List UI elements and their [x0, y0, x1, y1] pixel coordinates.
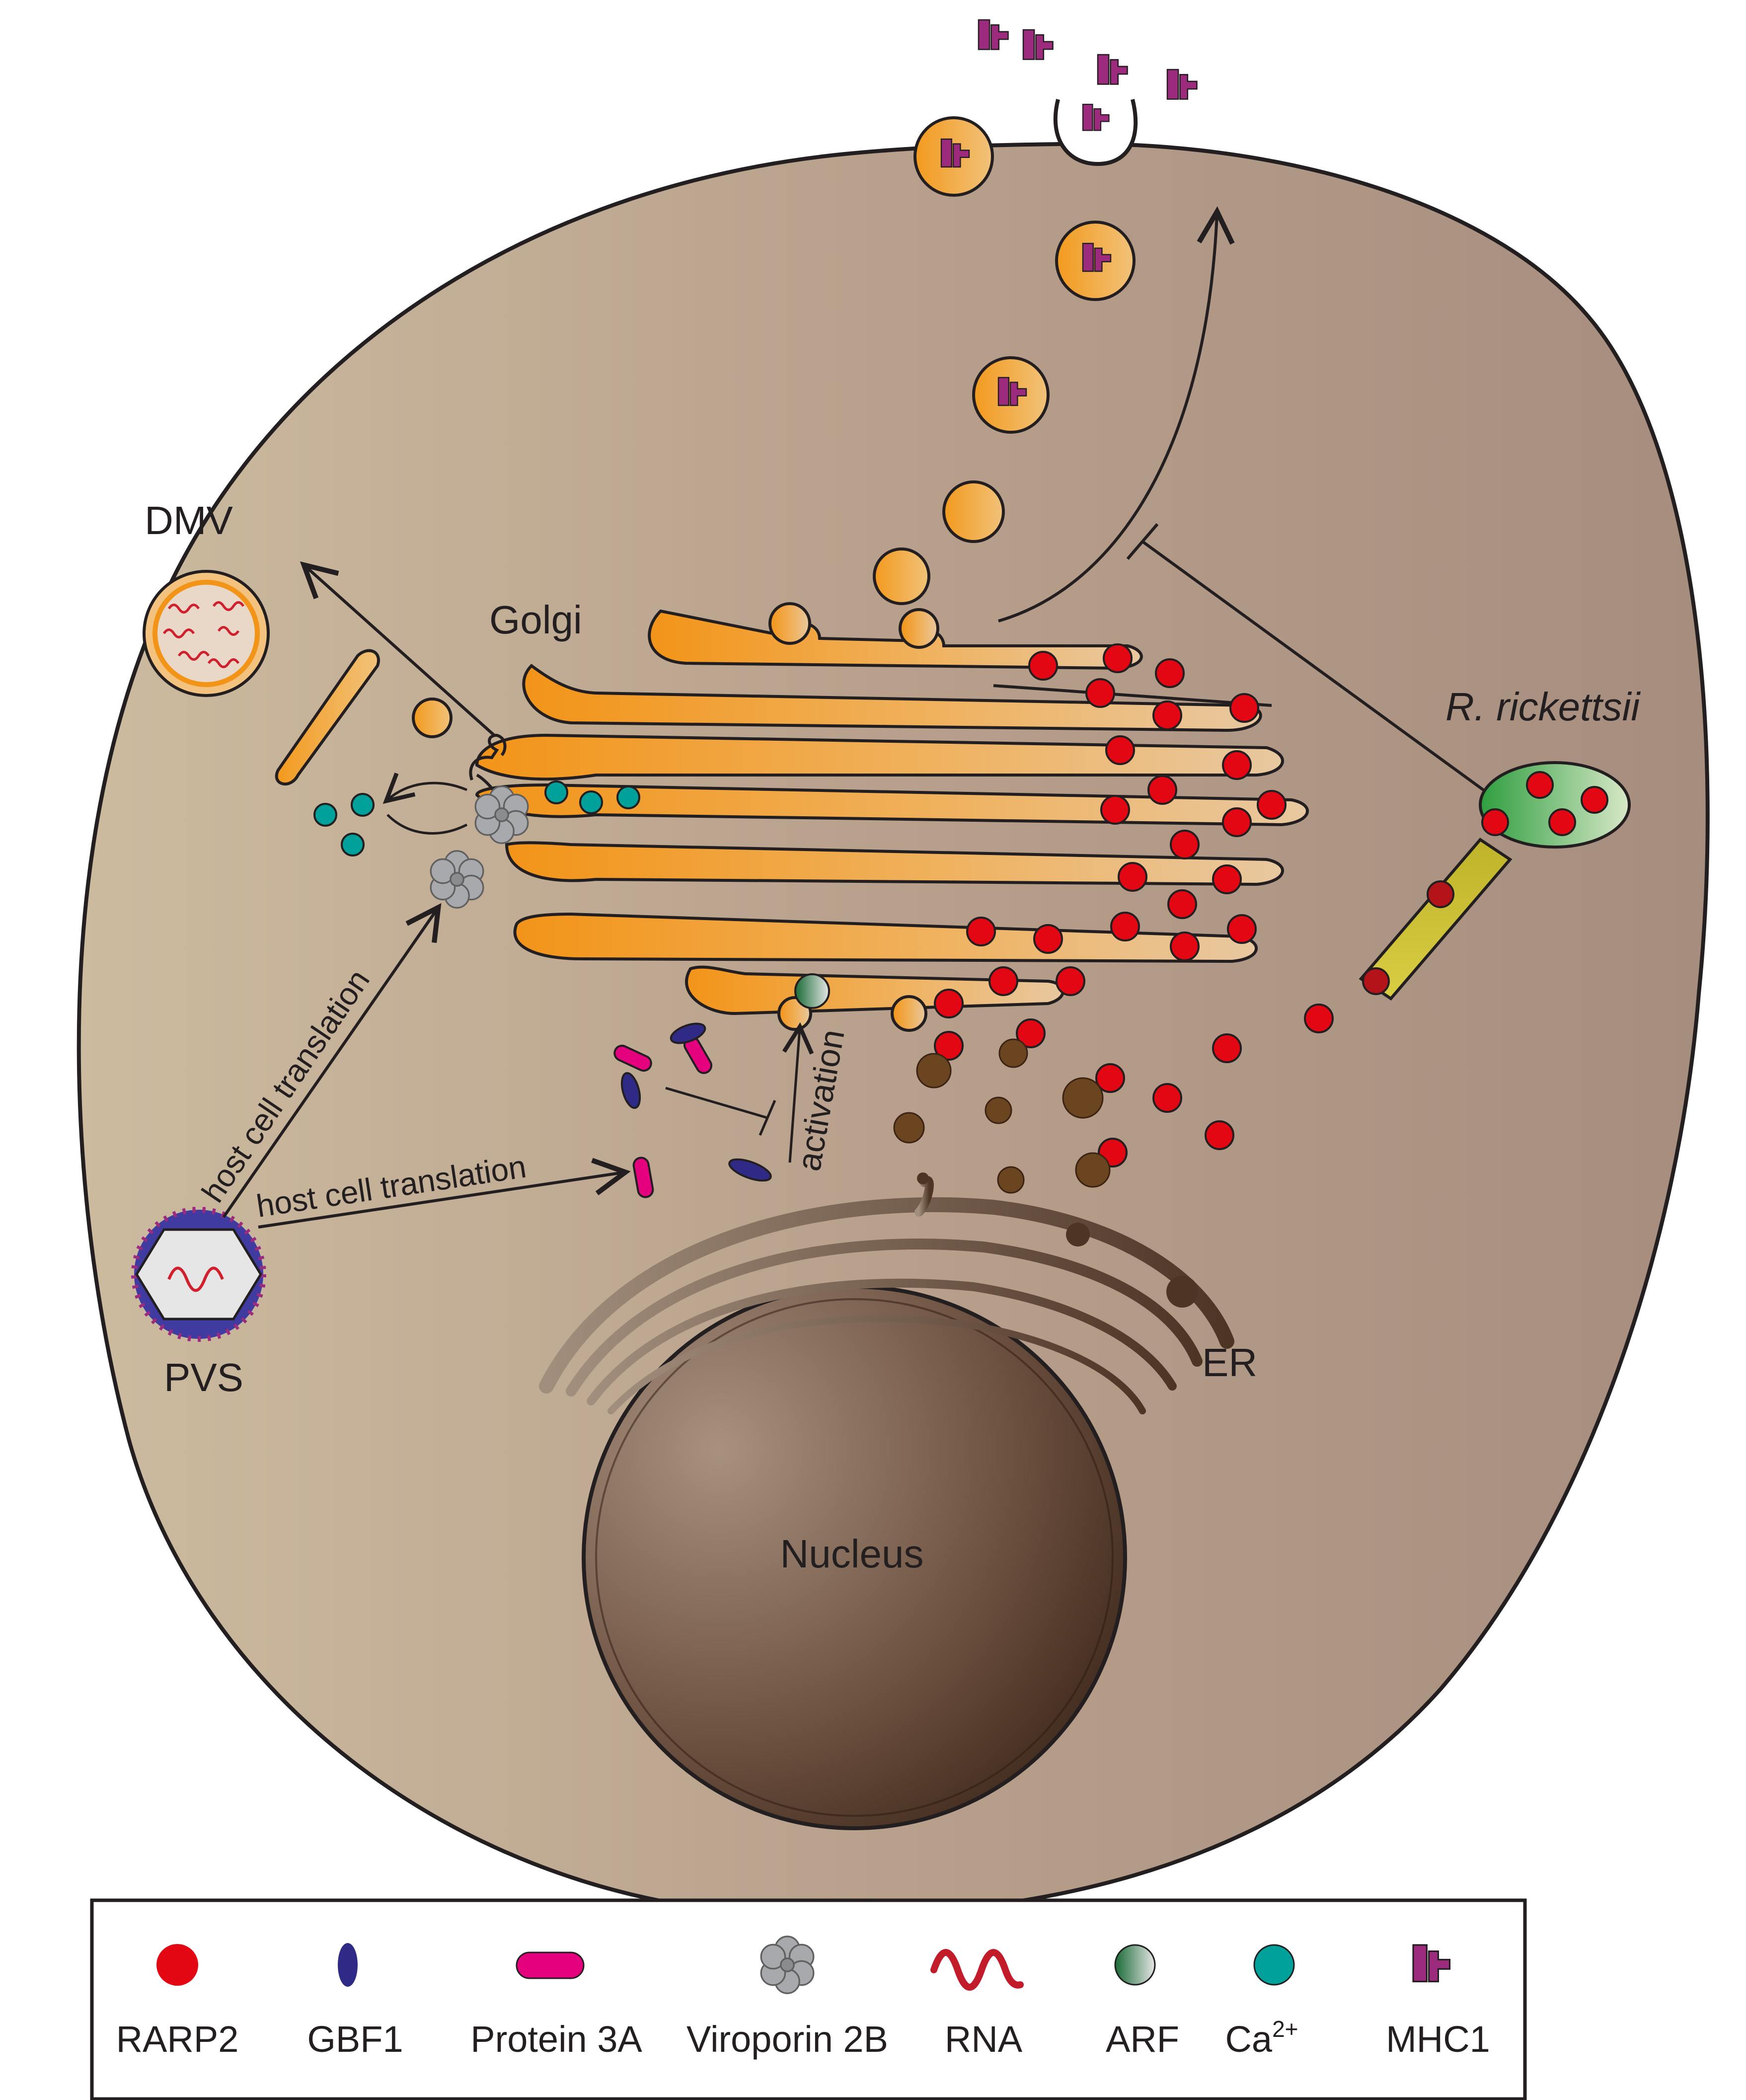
legend: RARP2 GBF1 Protein 3A Viroporin 2B RNA A…	[90, 1898, 1527, 2100]
endoplasmic-reticulum: ER	[539, 1172, 1257, 1414]
r-rickettsii-label: R. rickettsii	[1445, 685, 1641, 729]
rna-icon	[930, 1949, 1024, 1991]
legend-label-mhc1: MHC1	[1386, 2019, 1490, 2060]
inhibition-line	[1141, 540, 1491, 796]
dmv: DMV	[143, 498, 270, 697]
calcium-icon	[1253, 1944, 1295, 1986]
gbf1	[620, 1022, 772, 1182]
arf-at-golgi	[794, 973, 830, 1009]
pvs-label: PVS	[164, 1355, 243, 1400]
translation-arrow-upper	[222, 903, 442, 1218]
translation-arrow-lower	[258, 1158, 631, 1229]
activation-arrow	[782, 1022, 814, 1163]
surface-mhc1	[978, 19, 1198, 131]
dmv-arrow	[300, 561, 496, 737]
calcium-flux-arrow-lower	[386, 814, 468, 835]
legend-label-viroporin-2b: Viroporin 2B	[686, 2019, 888, 2060]
legend-label-rna: RNA	[945, 2019, 1023, 2060]
legend-label-protein-3a: Protein 3A	[470, 2019, 642, 2060]
er-label: ER	[1202, 1340, 1257, 1385]
legend-label-arf: ARF	[1106, 2019, 1179, 2060]
pvs-virus: PVS	[131, 1207, 266, 1400]
legend-label-gbf1: GBF1	[307, 2019, 403, 2060]
protein-3a-icon	[516, 1951, 585, 1979]
dmv-label: DMV	[145, 498, 233, 543]
gbf1-inhibition-bar	[759, 1100, 776, 1136]
er-vesicles	[893, 1038, 1111, 1194]
golgi-label: Golgi	[489, 598, 582, 642]
viroporin-2b-icon	[760, 1936, 815, 1994]
protein-3a	[613, 1036, 712, 1198]
r-rickettsii: R. rickettsii	[1359, 685, 1641, 1001]
calcium-ions	[313, 780, 640, 856]
arf-icon	[1114, 1944, 1156, 1986]
golgi-apparatus	[469, 602, 1309, 1032]
legend-label-rarp2: RARP2	[116, 2019, 239, 2060]
secretion-arrow	[998, 206, 1235, 622]
calcium-flux-arrows	[382, 773, 467, 804]
nucleus-label: Nucleus	[780, 1532, 923, 1576]
gbf1-icon	[338, 1943, 358, 1987]
rarp2-dots	[934, 643, 1334, 1167]
exocytosis-pit	[1053, 99, 1138, 166]
gbf1-inhibition-line	[665, 1087, 768, 1119]
legend-label-calcium: Ca2+	[1225, 2016, 1298, 2060]
inhibition-bar	[1126, 523, 1159, 560]
rarp2-icon	[156, 1944, 198, 1986]
